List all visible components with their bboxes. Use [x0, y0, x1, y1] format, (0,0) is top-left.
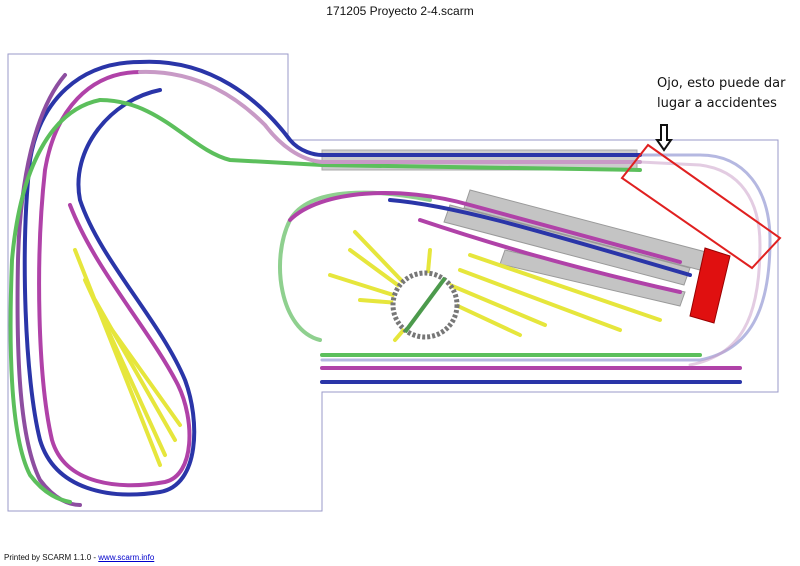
green-track-top — [98, 98, 642, 172]
magenta-track-top — [138, 69, 642, 164]
warning-text-line2: lugar a accidentes — [657, 96, 777, 111]
red-building — [689, 247, 731, 324]
warning-box — [620, 143, 782, 270]
platforms — [321, 149, 707, 307]
down-arrow-icon — [655, 124, 673, 152]
purple-track-left — [15, 73, 82, 507]
yellow-sidings-left — [73, 248, 182, 467]
turntable-icon — [390, 270, 460, 340]
baseboard-outline — [7, 53, 779, 512]
blue-track-top — [138, 59, 642, 157]
blue-track-right — [320, 153, 772, 362]
blue-track-inner — [388, 198, 692, 277]
warning-text-line1: Ojo, esto puede dar — [657, 76, 786, 91]
warning-annotation: Ojo, esto puede dar lugar a accidentes — [657, 74, 797, 114]
green-track-left — [8, 98, 102, 504]
footer: Printed by SCARM 1.1.0 - www.scarm.info — [4, 553, 154, 562]
footer-text: Printed by SCARM 1.1.0 - — [4, 553, 99, 562]
footer-link[interactable]: www.scarm.info — [98, 553, 155, 562]
magenta-track-outer — [37, 70, 192, 488]
magenta-track-right — [638, 160, 762, 367]
plan-title: 171205 Proyecto 2-4.scarm — [326, 4, 474, 18]
magenta-track-inner-2 — [418, 218, 682, 294]
magenta-track-inner — [288, 191, 682, 264]
